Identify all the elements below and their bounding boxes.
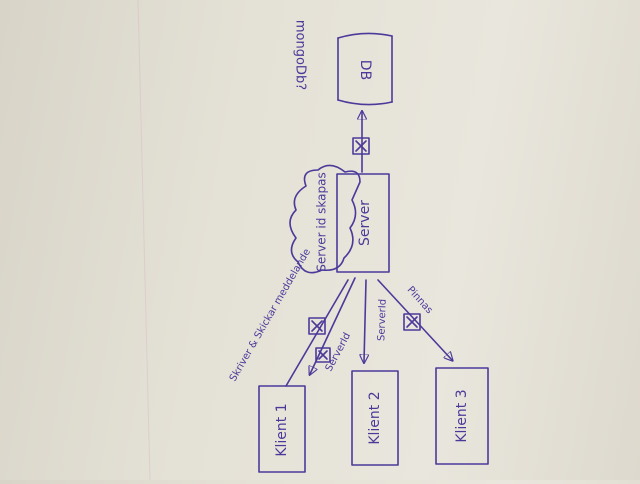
lock-icon: [352, 137, 370, 155]
line-klient1-to-server: [285, 279, 349, 387]
db-label: DB: [357, 60, 373, 80]
server-cloud: [289, 164, 361, 274]
klient2-label: Klient 2: [367, 391, 383, 444]
margin-line: [137, 0, 151, 481]
lock-icon: [308, 317, 326, 335]
server-cloud-label: Server id skapas: [315, 172, 329, 272]
klient1-box: [258, 385, 306, 473]
edge-label-pinnas: Pinnas: [405, 285, 435, 317]
server-box: [336, 173, 390, 273]
arrow-server-to-klient1: [310, 277, 356, 374]
edge-label-serverid-1: ServerId: [324, 331, 353, 373]
db-cylinder: [337, 32, 393, 106]
db-caption: mongoDb?: [293, 20, 308, 90]
klient1-label: Klient 1: [274, 403, 290, 456]
klient3-label: Klient 3: [454, 389, 470, 442]
lock-icon: [315, 347, 331, 363]
lock-icon: [403, 313, 421, 331]
klient3-box: [435, 367, 489, 465]
edge-label-serverid-2: ServerId: [376, 299, 388, 341]
klient2-box: [351, 370, 399, 466]
server-label: Server: [357, 200, 373, 246]
arrow-server-to-klient2: [364, 279, 366, 362]
